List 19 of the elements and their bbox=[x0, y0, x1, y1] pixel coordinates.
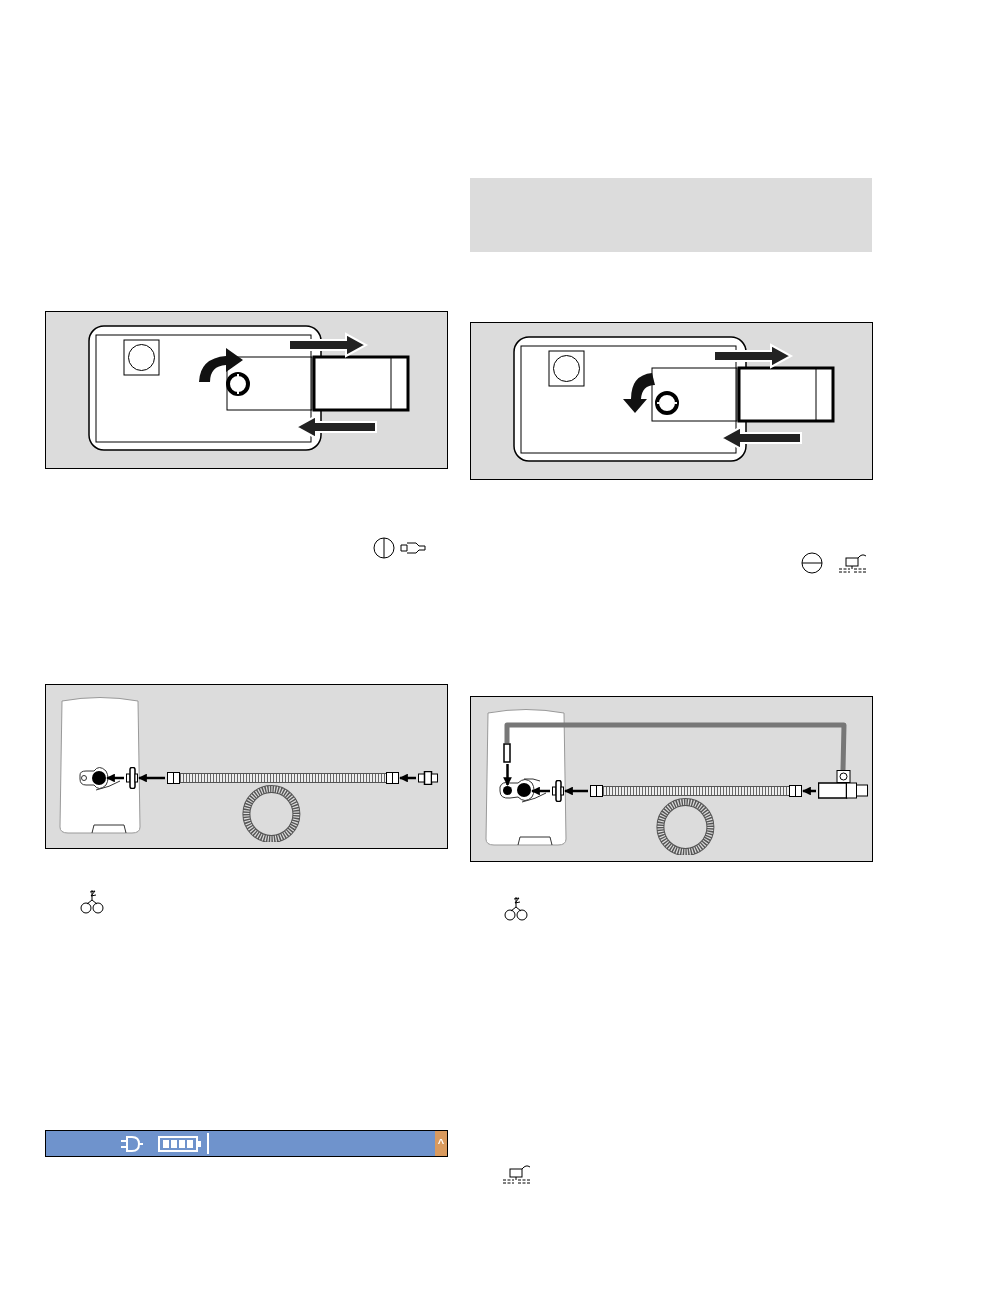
breathing-tube bbox=[590, 785, 802, 855]
breathing-tube bbox=[167, 772, 399, 842]
arrow bbox=[503, 764, 512, 786]
filter bbox=[126, 767, 138, 789]
scroll-indicator: ^ bbox=[435, 1131, 447, 1156]
outlet-port bbox=[517, 783, 531, 797]
arrow bbox=[531, 786, 550, 796]
arrow bbox=[399, 773, 416, 783]
outlet-port bbox=[92, 771, 106, 785]
arrow bbox=[802, 786, 816, 796]
arrow bbox=[564, 786, 588, 796]
pressure-port bbox=[503, 786, 512, 795]
arrow bbox=[138, 773, 165, 783]
valve-piece bbox=[818, 770, 868, 800]
pressure-hose bbox=[504, 722, 847, 771]
arrow bbox=[106, 773, 124, 783]
adapter bbox=[418, 771, 438, 785]
filter bbox=[552, 780, 564, 802]
pressure-line-connector bbox=[503, 743, 511, 763]
